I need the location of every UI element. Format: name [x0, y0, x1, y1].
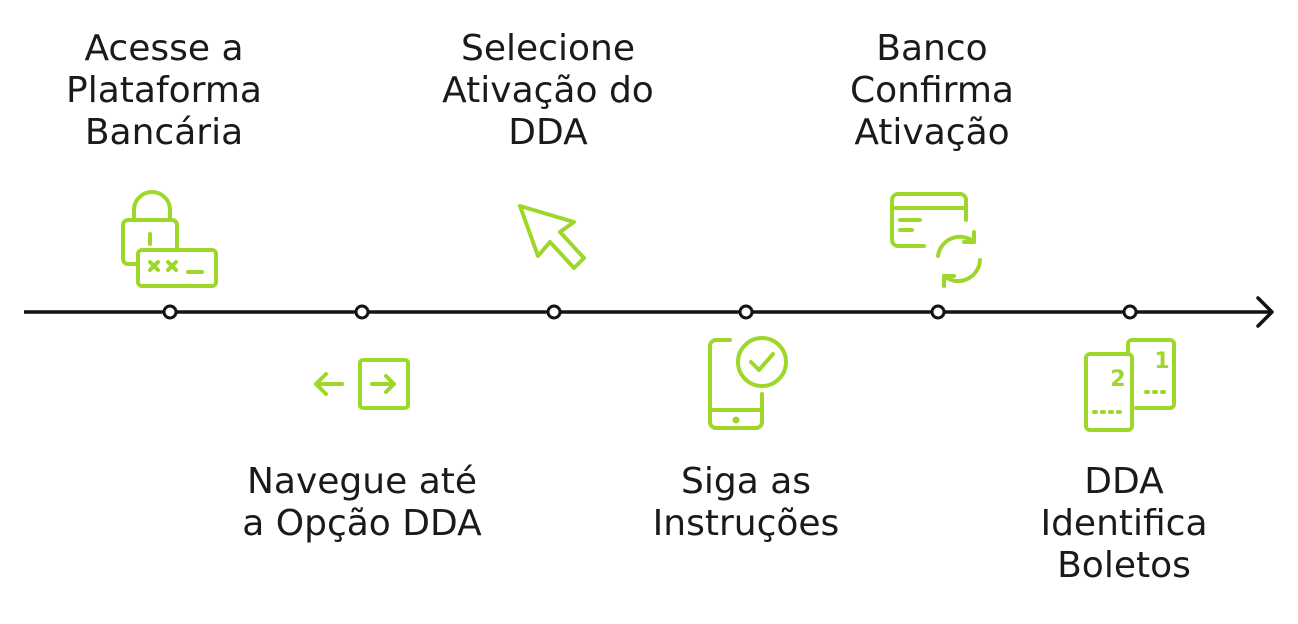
- step-6-label: DDA Identifica Boletos: [1040, 461, 1208, 586]
- card-refresh-icon: [890, 192, 982, 288]
- timeline-node-4: [738, 304, 754, 320]
- svg-text:2: 2: [1110, 367, 1125, 392]
- timeline-arrowhead: [1256, 296, 1274, 328]
- timeline-node-6: [1122, 304, 1138, 320]
- step-1-label: Acesse a Plataforma Bancária: [66, 28, 262, 153]
- timeline-node-5: [930, 304, 946, 320]
- step-5-label: Banco Confirma Ativação: [850, 28, 1014, 153]
- timeline-node-1: [162, 304, 178, 320]
- timeline-node-3: [546, 304, 562, 320]
- lock-password-icon: [121, 190, 218, 288]
- phone-check-icon: [708, 336, 788, 430]
- step-3-label: Selecione Ativação do DDA: [442, 28, 654, 153]
- timeline-node-2: [354, 304, 370, 320]
- step-4-label: Siga as Instruções: [652, 461, 840, 544]
- step-2-label: Navegue até a Opção DDA: [242, 461, 482, 544]
- numbered-documents-icon: 1 2: [1084, 338, 1176, 432]
- svg-text:1: 1: [1154, 349, 1169, 374]
- cursor-pointer-icon: [518, 204, 586, 270]
- arrow-login-icon: [314, 358, 410, 410]
